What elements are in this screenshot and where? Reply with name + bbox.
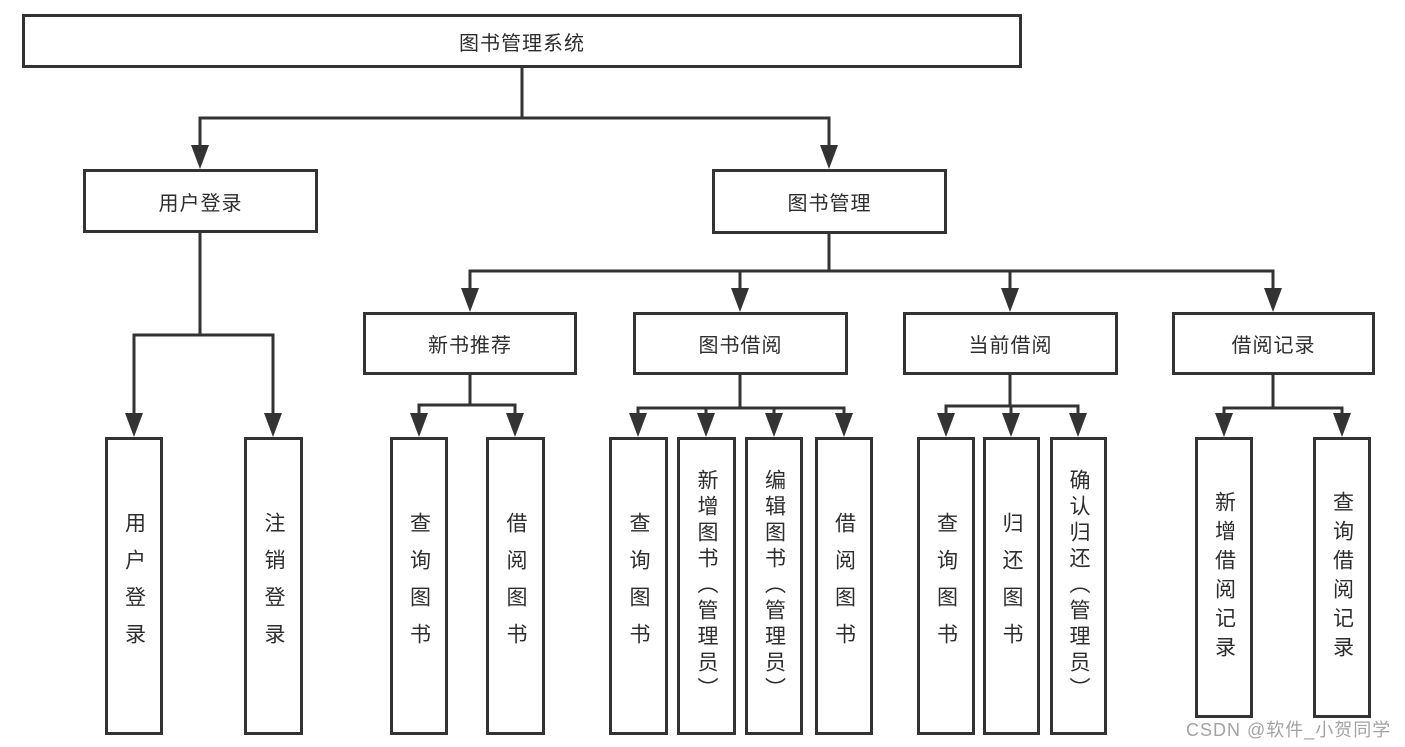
- connector-newrec-children: [410, 373, 524, 437]
- leaf-current-query-books: 查询图书: [917, 437, 975, 735]
- arrowhead: [410, 413, 428, 437]
- arrowhead: [1002, 413, 1020, 437]
- arrowhead: [937, 413, 955, 437]
- node-new-book-recommend: 新书推荐: [363, 312, 577, 375]
- leaf-borrowing-borrow-books: 借阅图书: [815, 437, 873, 735]
- leaf-records-add-record: 新增借阅记录: [1195, 437, 1253, 718]
- leaf-borrowing-query-books: 查询图书: [609, 437, 668, 735]
- arrowhead: [629, 413, 647, 437]
- node-user-login: 用户登录: [83, 169, 318, 233]
- arrowhead: [820, 145, 838, 169]
- node-book-borrowing: 图书借阅: [633, 312, 848, 375]
- arrowhead: [1264, 288, 1282, 312]
- leaf-borrowing-add-books-admin: 新增图书（管理员）: [677, 437, 736, 735]
- leaf-user-login: 用户登录: [105, 437, 163, 735]
- arrowhead: [697, 413, 715, 437]
- arrowhead: [125, 413, 143, 437]
- connector-userlogin-children: [125, 231, 282, 437]
- node-current-borrowing: 当前借阅: [903, 312, 1118, 375]
- arrowhead: [191, 145, 209, 169]
- leaf-current-return-books: 归还图书: [983, 437, 1040, 735]
- connector-borrowrecords-children: [1215, 373, 1351, 437]
- connector-bookborrow-children: [629, 373, 853, 437]
- connector-currentborrow-children: [937, 373, 1087, 437]
- arrowhead: [1069, 413, 1087, 437]
- leaf-records-query-record: 查询借阅记录: [1313, 437, 1371, 718]
- node-book-management: 图书管理: [712, 169, 947, 234]
- arrowhead: [1215, 413, 1233, 437]
- csdn-watermark: CSDN @软件_小贺同学: [1186, 720, 1392, 740]
- arrowhead: [1333, 413, 1351, 437]
- arrowhead: [731, 288, 749, 312]
- node-root-library-system: 图书管理系统: [22, 14, 1022, 68]
- arrowhead: [765, 413, 783, 437]
- arrowhead: [506, 413, 524, 437]
- arrowhead: [264, 413, 282, 437]
- leaf-logout: 注销登录: [244, 437, 303, 735]
- leaf-current-confirm-return-admin: 确认归还（管理员）: [1050, 437, 1107, 735]
- arrowhead: [1001, 288, 1019, 312]
- arrowhead: [835, 413, 853, 437]
- leaf-newrec-borrow-books: 借阅图书: [486, 437, 545, 735]
- connector-bookmgmt-to-level3: [461, 232, 1282, 312]
- node-borrowing-records: 借阅记录: [1172, 312, 1375, 375]
- leaf-newrec-query-books: 查询图书: [390, 437, 448, 735]
- arrowhead: [461, 288, 479, 312]
- connector-root-to-level2: [191, 66, 838, 169]
- leaf-borrowing-edit-books-admin: 编辑图书（管理员）: [745, 437, 803, 735]
